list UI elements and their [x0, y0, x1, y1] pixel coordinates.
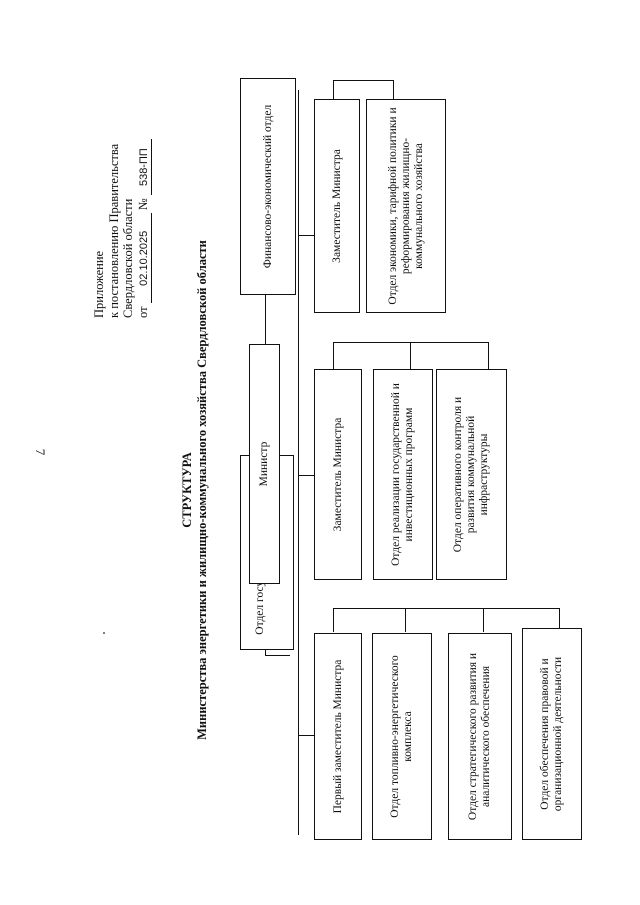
- doc-title: СТРУКТУРА: [180, 452, 194, 528]
- connector: [265, 655, 290, 656]
- org-box-finance-department: Финансово-экономический отдел: [240, 78, 296, 295]
- org-box-first-deputy: Первый заместитель Министра: [314, 633, 362, 840]
- appendix-line-2: к постановлению Правительства: [106, 143, 121, 318]
- appendix-line-3: Свердловской области: [121, 198, 135, 318]
- org-box-deputy-center: Заместитель Министра: [314, 369, 362, 580]
- decree-date: 02.10.2025: [136, 213, 152, 304]
- connector: [333, 342, 489, 343]
- org-box-infrastructure-department: Отдел оперативного контроля и развития к…: [436, 369, 507, 580]
- page-number: 7: [33, 448, 48, 456]
- from-label: от: [135, 306, 150, 318]
- decree-number: 538-ПП: [136, 139, 152, 196]
- org-box-minister: Министр: [249, 344, 280, 584]
- connector: [483, 608, 484, 632]
- connector: [488, 342, 489, 369]
- org-box-economics-department: Отдел экономики, тарифной политики и реф…: [366, 99, 446, 313]
- connector: [333, 608, 334, 632]
- doc-subtitle: Министерства энергетики и жилищно-коммун…: [195, 240, 209, 740]
- connector: [559, 608, 560, 632]
- connector: [410, 342, 411, 369]
- connector: [393, 80, 394, 99]
- appendix-line-1: Приложение: [92, 250, 106, 318]
- number-label: №: [135, 198, 150, 211]
- connector: [298, 90, 299, 835]
- connector: [333, 608, 560, 609]
- scan-speck: [103, 632, 105, 634]
- connector: [298, 235, 314, 236]
- org-box-legal-department: Отдел обеспечения правовой и организацио…: [522, 628, 582, 840]
- connector: [298, 475, 314, 476]
- connector: [298, 735, 314, 736]
- connector: [333, 80, 334, 99]
- org-box-deputy-right: Заместитель Министра: [314, 99, 360, 313]
- org-box-investment-programs-department: Отдел реализации государственной и инвес…: [373, 369, 433, 580]
- org-box-strategy-department: Отдел стратегического развития и аналити…: [448, 633, 512, 840]
- connector: [405, 608, 406, 632]
- connector: [333, 342, 334, 369]
- org-box-fuel-energy-department: Отдел топливно-энергетического комплекса: [372, 633, 432, 840]
- connector: [333, 80, 394, 81]
- appendix-date-line: от 02.10.2025 № 538-ПП: [135, 88, 152, 318]
